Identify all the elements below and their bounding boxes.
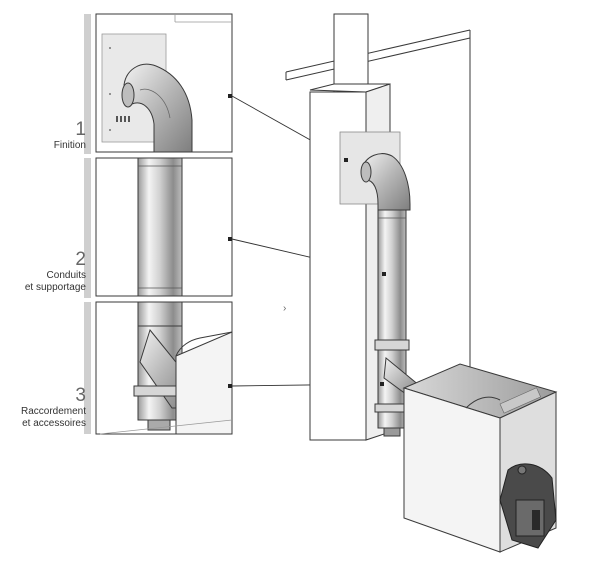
step-label-line: et accessoires <box>22 418 86 429</box>
step-number: 3 <box>75 385 86 406</box>
svg-text:›: › <box>283 303 286 314</box>
step-bar-1 <box>84 14 91 154</box>
step-2-label: 2 Conduits et supportage <box>25 250 86 294</box>
step-label-line: Finition <box>53 140 86 151</box>
step-label-line: et supportage <box>24 282 86 293</box>
main-flue <box>344 153 421 437</box>
step-3-label: 3 Raccordement et accessoires <box>21 386 86 430</box>
detail-panel-raccordement <box>95 301 233 435</box>
step-label-line: Conduits <box>46 270 86 281</box>
chimney-elbow-icon <box>361 153 411 211</box>
step-1-label: 1 Finition <box>54 120 86 152</box>
flue-pipe-icon <box>137 157 183 297</box>
room-wall <box>285 29 471 368</box>
chimney-elbow-icon <box>123 63 193 153</box>
detail-panel-conduits <box>95 157 233 297</box>
step-bars <box>84 14 91 434</box>
step-bar-3 <box>84 302 91 434</box>
step-number: 1 <box>75 119 86 140</box>
step-label-line: Raccordement <box>20 406 86 417</box>
step-bar-2 <box>84 158 91 298</box>
flue-pipe-icon <box>377 209 407 351</box>
burner-icon <box>499 463 557 549</box>
detail-panel-finition <box>95 13 233 153</box>
step-number: 2 <box>75 249 86 270</box>
